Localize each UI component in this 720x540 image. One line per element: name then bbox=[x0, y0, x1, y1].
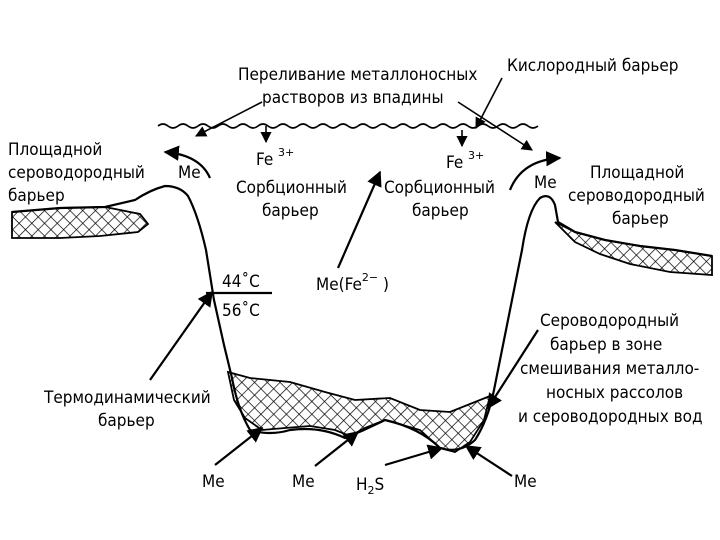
right-area-barrier-hatch bbox=[554, 221, 713, 276]
me-right-label: Me bbox=[534, 173, 557, 193]
overflow-label-line2: растворов из впадины bbox=[262, 88, 444, 108]
me-bottom-label-3: Me bbox=[514, 472, 537, 492]
me-bottom-label-2: Me bbox=[292, 472, 315, 492]
right-area-label-line1: Площадной bbox=[590, 163, 684, 183]
fe-left-label: Fe bbox=[256, 150, 273, 170]
me-fe-label: Me(Fe2− ) bbox=[316, 271, 389, 295]
oxygen-barrier-pointer bbox=[475, 77, 503, 129]
oxygen-barrier-label: Кислородный барьер bbox=[507, 56, 679, 76]
temperature-lower: 56˚C bbox=[222, 300, 260, 321]
thermo-barrier-label-line2: барьер bbox=[98, 411, 155, 431]
fe-left-charge: 3+ bbox=[278, 146, 294, 159]
overflow-label-line1: Переливание металлоносных bbox=[238, 65, 477, 85]
me-bottom-3-arrow bbox=[464, 445, 513, 477]
left-area-label-line1: Площадной bbox=[8, 140, 102, 160]
h2s-mix-pointer bbox=[487, 329, 539, 410]
overflow-right-pointer bbox=[457, 101, 533, 151]
me-fe-up-arrow bbox=[336, 170, 382, 269]
me-bottom-1-arrow bbox=[214, 427, 264, 466]
h2s-mix-label-line3: смешивания металло- bbox=[520, 359, 699, 379]
me-left-label: Me bbox=[178, 163, 201, 183]
h2s-mix-label-line1: Сероводородный bbox=[540, 311, 679, 331]
h2s-arrow bbox=[384, 444, 444, 467]
overflow-left-pointer bbox=[195, 101, 263, 137]
right-area-label-line3: барьер bbox=[612, 209, 669, 229]
sorption-left-label-line1: Сорбционный bbox=[236, 178, 347, 198]
sorption-left-label-line2: барьер bbox=[262, 201, 319, 221]
left-area-label-line2: сероводородный bbox=[8, 163, 145, 183]
me-bottom-label-1: Me bbox=[202, 472, 225, 492]
right-area-label-line2: сероводородный bbox=[568, 186, 705, 206]
left-outflow-arrow bbox=[163, 145, 212, 179]
thermo-barrier-label-line1: Термодинамический bbox=[43, 388, 211, 408]
fe-right-charge: 3+ bbox=[468, 149, 484, 162]
h2s-mix-label-line2: барьер в зоне bbox=[550, 335, 662, 355]
me-bottom-2-arrow bbox=[314, 431, 360, 467]
temperature-upper: 44˚C bbox=[222, 271, 260, 292]
sorption-right-label-line1: Сорбционный bbox=[384, 178, 495, 198]
bottom-h2s-barrier-hatch bbox=[226, 370, 492, 453]
left-area-barrier-hatch bbox=[11, 206, 150, 239]
left-area-label-line3: барьер bbox=[8, 186, 65, 206]
right-outflow-arrow bbox=[508, 151, 562, 191]
thermo-barrier-pointer bbox=[149, 290, 213, 381]
fe-right-label: Fe bbox=[446, 153, 463, 173]
sorption-right-label-line2: барьер bbox=[412, 201, 469, 221]
h2s-label: H2S bbox=[356, 475, 384, 497]
h2s-mix-label-line5: и сероводородных вод bbox=[518, 407, 703, 427]
h2s-mix-label-line4: носных рассолов bbox=[546, 383, 683, 403]
water-surface-wave bbox=[157, 123, 539, 129]
